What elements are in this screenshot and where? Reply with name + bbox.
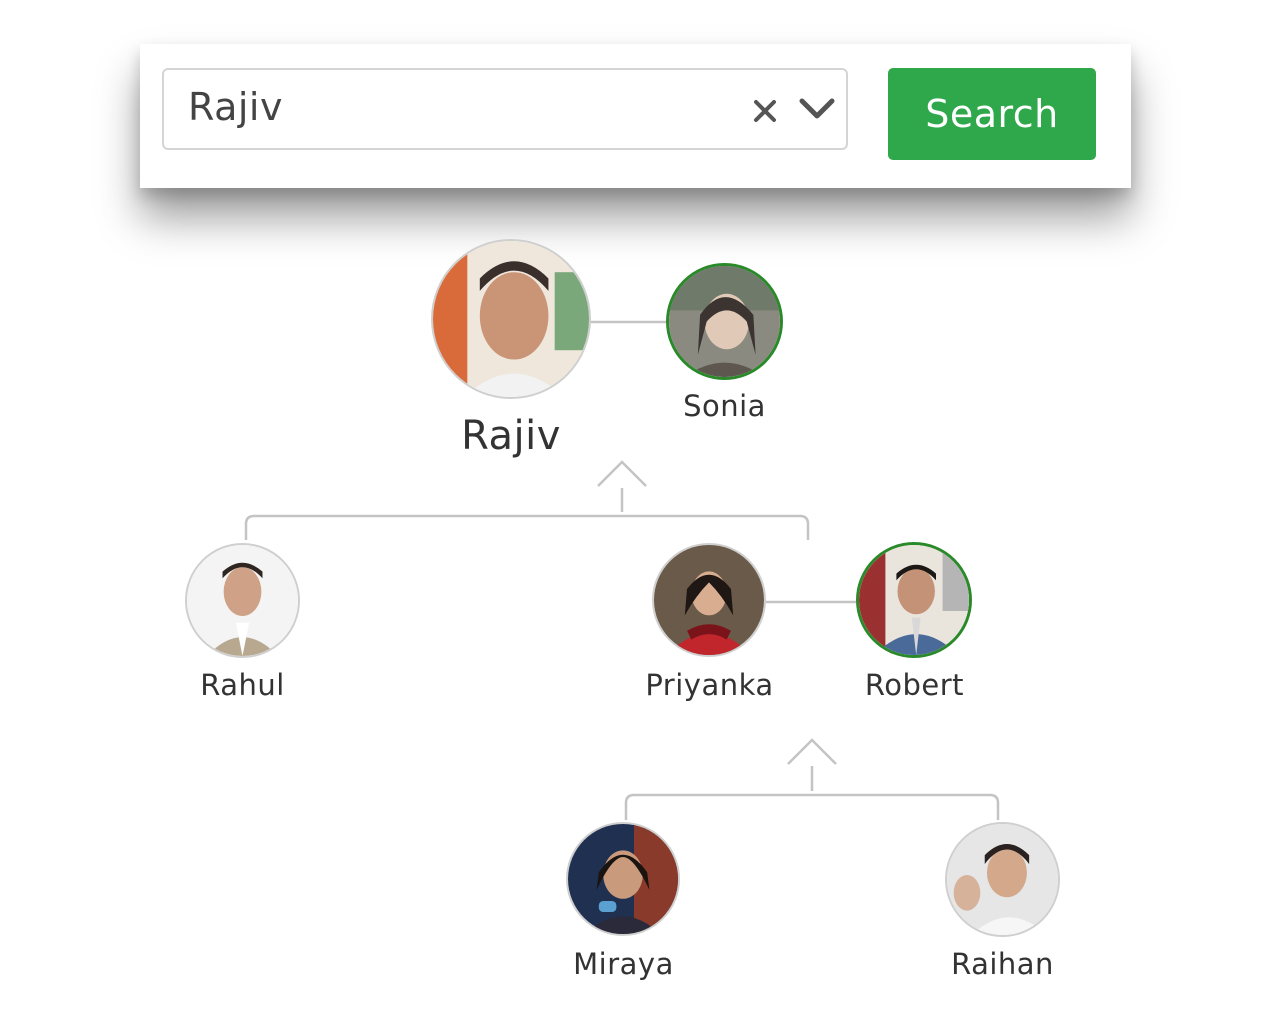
avatar-raihan[interactable] <box>945 822 1060 937</box>
avatar-rajiv[interactable] <box>431 239 591 399</box>
person-photo-miraya <box>568 824 678 934</box>
clear-icon[interactable] <box>752 98 778 124</box>
person-name-rahul: Rahul <box>200 668 285 702</box>
avatar-rahul[interactable] <box>185 543 300 658</box>
person-photo-rajiv <box>433 241 589 397</box>
person-name-priyanka: Priyanka <box>645 668 774 702</box>
avatar-priyanka[interactable] <box>652 543 766 657</box>
expand-children-icon <box>597 460 647 487</box>
search-panel: Rajiv Search <box>140 44 1131 188</box>
person-select[interactable]: Rajiv <box>162 68 848 150</box>
person-name-miraya: Miraya <box>573 947 674 981</box>
person-name-robert: Robert <box>864 668 965 702</box>
expand-grandchildren-icon <box>787 738 837 765</box>
person-photo-raihan <box>947 824 1058 935</box>
search-button[interactable]: Search <box>888 68 1096 160</box>
person-name-sonia: Sonia <box>683 389 766 423</box>
person-name-rajiv: Rajiv <box>461 413 561 459</box>
person-photo-priyanka <box>654 545 764 655</box>
person-name-raihan: Raihan <box>951 947 1054 981</box>
person-photo-sonia <box>669 266 780 377</box>
person-photo-rahul <box>187 545 298 656</box>
avatar-miraya[interactable] <box>566 822 680 936</box>
avatar-robert[interactable] <box>856 542 972 658</box>
chevron-down-icon[interactable] <box>798 96 836 122</box>
avatar-sonia[interactable] <box>666 263 783 380</box>
selected-person-value: Rajiv <box>188 85 283 129</box>
person-photo-robert <box>859 545 969 655</box>
